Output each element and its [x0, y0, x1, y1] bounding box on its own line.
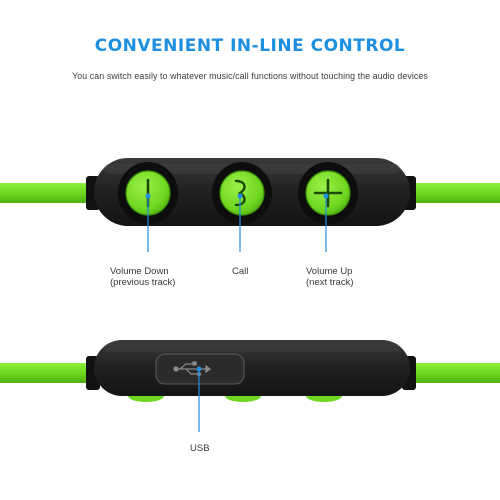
callout-usb	[196, 366, 202, 432]
volume-down-label-line1: Volume Down	[110, 266, 169, 277]
call-button[interactable]	[219, 170, 265, 216]
volume-up-label-line1: Volume Up	[306, 266, 353, 277]
callout-volume-down	[145, 193, 151, 252]
plus-icon	[313, 178, 343, 208]
callout-call	[237, 193, 243, 252]
volume-down-label: Volume Down (previous track)	[110, 266, 175, 288]
volume-up-button[interactable]	[305, 170, 351, 216]
usb-label: USB	[190, 443, 210, 454]
page-title: CONVENIENT IN-LINE CONTROL	[94, 36, 406, 56]
volume-up-label: Volume Up (next track)	[306, 266, 354, 288]
call-label: Call	[232, 266, 248, 277]
phone-icon	[234, 179, 246, 207]
call-label-line1: Call	[232, 266, 249, 277]
volume-down-label-line2: (previous track)	[110, 277, 176, 288]
page-subtitle: You can switch easily to whatever music/…	[72, 71, 428, 81]
volume-up-label-line2: (next track)	[306, 277, 354, 288]
callout-volume-up	[323, 193, 329, 252]
